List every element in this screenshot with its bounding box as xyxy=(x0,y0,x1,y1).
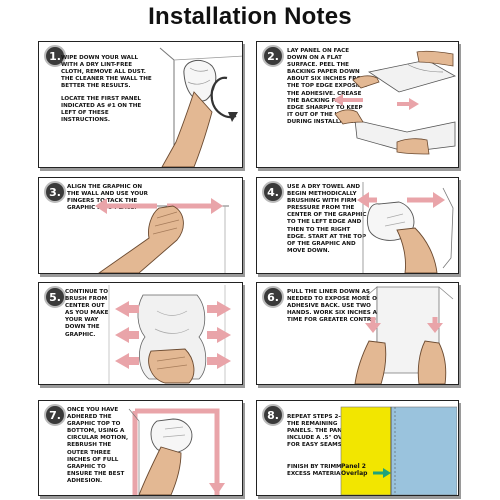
step-7-text: Once you have adhered the graphic top to… xyxy=(67,407,129,484)
step-5-number: 5. xyxy=(44,286,66,308)
step-5-panel: 5. Continue to brush from center out as … xyxy=(38,282,243,385)
step-8-panels-illustration xyxy=(340,406,457,495)
step-1-text: Wipe down your wall with a dry lint-free… xyxy=(61,48,156,131)
step-3-number: 3. xyxy=(44,181,66,203)
step-1-text-main: Wipe down your wall with a dry lint-free… xyxy=(61,55,152,90)
step-6-text: Pull the liner down as needed to expose … xyxy=(287,289,395,324)
step-8-panel: 8. Repeat steps 2-7 for the remaining pa… xyxy=(256,400,459,496)
step-5-brush-down-illustration xyxy=(108,285,231,384)
step-8-number: 8. xyxy=(262,404,284,426)
step-4-brush-illustration xyxy=(357,182,454,273)
step-2-number: 2. xyxy=(262,45,284,67)
step-6-number: 6. xyxy=(262,286,284,308)
page-title: Installation Notes xyxy=(148,3,352,30)
step-7-rebrush-illustration xyxy=(128,408,225,495)
step-3-align-illustration xyxy=(95,198,229,273)
step-1-panel: 1. Wipe down your wall with a dry lint-f… xyxy=(38,41,243,168)
step-8-text-secondary: Finish by trimming excess material. xyxy=(287,463,353,477)
step-3-panel: 3. Align the graphic on the wall and use… xyxy=(38,177,243,274)
step-6-pull-liner-illustration xyxy=(354,286,454,384)
yellow-panel-1 xyxy=(340,406,392,495)
step-4-panel: 4. Use a dry towel and begin methodicall… xyxy=(256,177,459,274)
step-5-text: Continue to brush from center out as you… xyxy=(65,289,109,338)
step-1-wipe-illustration xyxy=(159,47,242,167)
step-1-text-secondary: Locate the first panel indicated as #1 o… xyxy=(61,95,142,123)
step-4-text: Use a dry towel and begin methodically b… xyxy=(287,184,367,254)
step-7-number: 7. xyxy=(44,404,66,426)
step-4-number: 4. xyxy=(262,181,284,203)
step-1-number: 1. xyxy=(44,45,66,67)
step-6-panel: 6. Pull the liner down as needed to expo… xyxy=(256,282,459,385)
step-2-peel-illustration xyxy=(333,50,457,155)
blue-panel-2 xyxy=(390,406,457,495)
overlap-label: Panel 2 Overlap xyxy=(341,463,368,477)
step-7-panel: 7. Once you have adhered the graphic top… xyxy=(38,400,243,496)
step-2-panel: 2. Lay panel on face down on a flat surf… xyxy=(256,41,459,168)
